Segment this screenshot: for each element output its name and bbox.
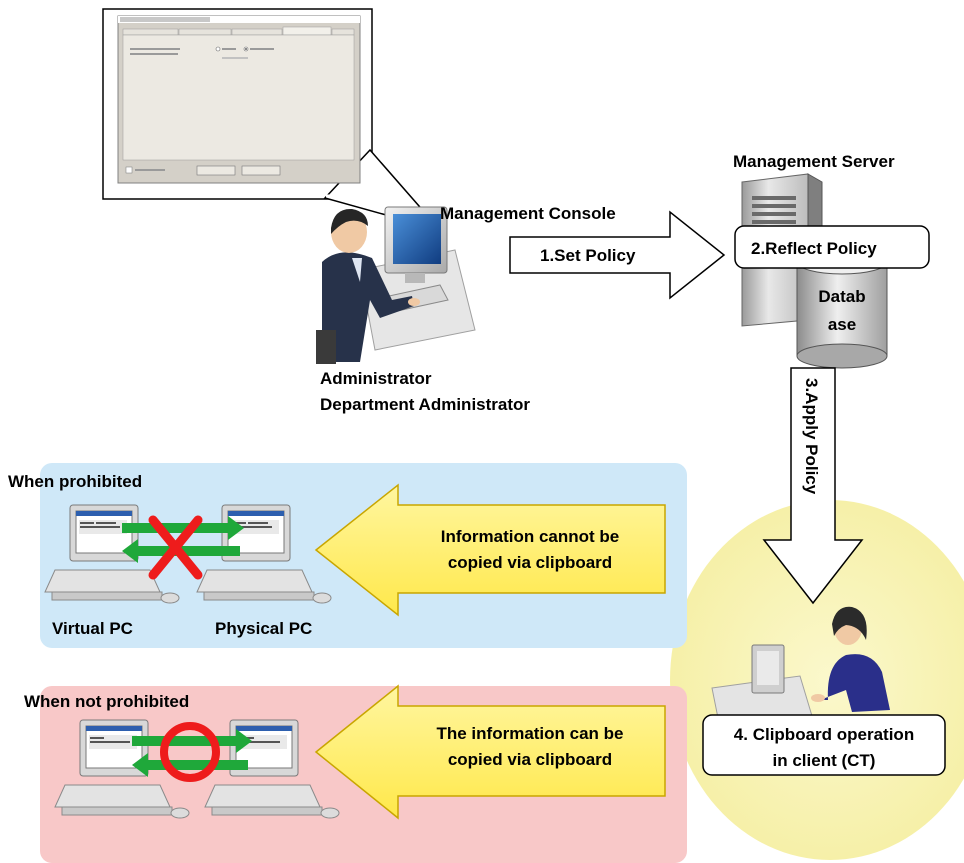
- prohibited-title: When prohibited: [8, 472, 142, 491]
- apply-policy-label: 3.Apply Policy: [802, 378, 821, 495]
- client-operation-box: [702, 714, 946, 776]
- physical-pc-label: Physical PC: [215, 619, 312, 638]
- administrator-label: Administrator: [320, 369, 432, 388]
- copy-right-arrow: [122, 516, 244, 540]
- virtual-pc-icon: [44, 504, 180, 604]
- prohibited-message-line1: Information cannot be: [441, 527, 620, 546]
- virtual-pc-icon-allowed: [54, 719, 190, 819]
- prohibited-x-icon: [148, 515, 203, 580]
- database-label-line1: Datab: [818, 287, 865, 306]
- allowed-circle-icon: [160, 722, 220, 782]
- department-administrator-label: Department Administrator: [320, 395, 530, 414]
- not-prohibited-message-arrow: [314, 684, 666, 820]
- copy-right-arrow-allowed: [132, 729, 252, 753]
- management-console-label: Management Console: [440, 204, 616, 223]
- copy-left-arrow-allowed: [132, 753, 248, 777]
- reflect-policy-box: [734, 225, 930, 269]
- reflect-policy-label: 2.Reflect Policy: [751, 239, 877, 258]
- apply-policy-arrow: [762, 367, 864, 605]
- client-operation-line2: in client (CT): [773, 751, 876, 770]
- client-operation-line1: 4. Clipboard operation: [734, 725, 914, 744]
- set-policy-label: 1.Set Policy: [540, 246, 636, 265]
- virtual-pc-label: Virtual PC: [52, 619, 133, 638]
- management-server-label: Management Server: [733, 152, 895, 171]
- administrator-illustration: [316, 206, 476, 364]
- set-policy-arrow: [509, 210, 726, 300]
- prohibited-message-line2: copied via clipboard: [448, 553, 612, 572]
- not-prohibited-message-line2: copied via clipboard: [448, 750, 612, 769]
- database-label-line2: ase: [828, 315, 856, 334]
- prohibited-message-arrow: [314, 483, 666, 617]
- not-prohibited-title: When not prohibited: [24, 692, 189, 711]
- not-prohibited-message-line1: The information can be: [436, 724, 623, 743]
- policy-dialog-thumbnail: [102, 8, 443, 232]
